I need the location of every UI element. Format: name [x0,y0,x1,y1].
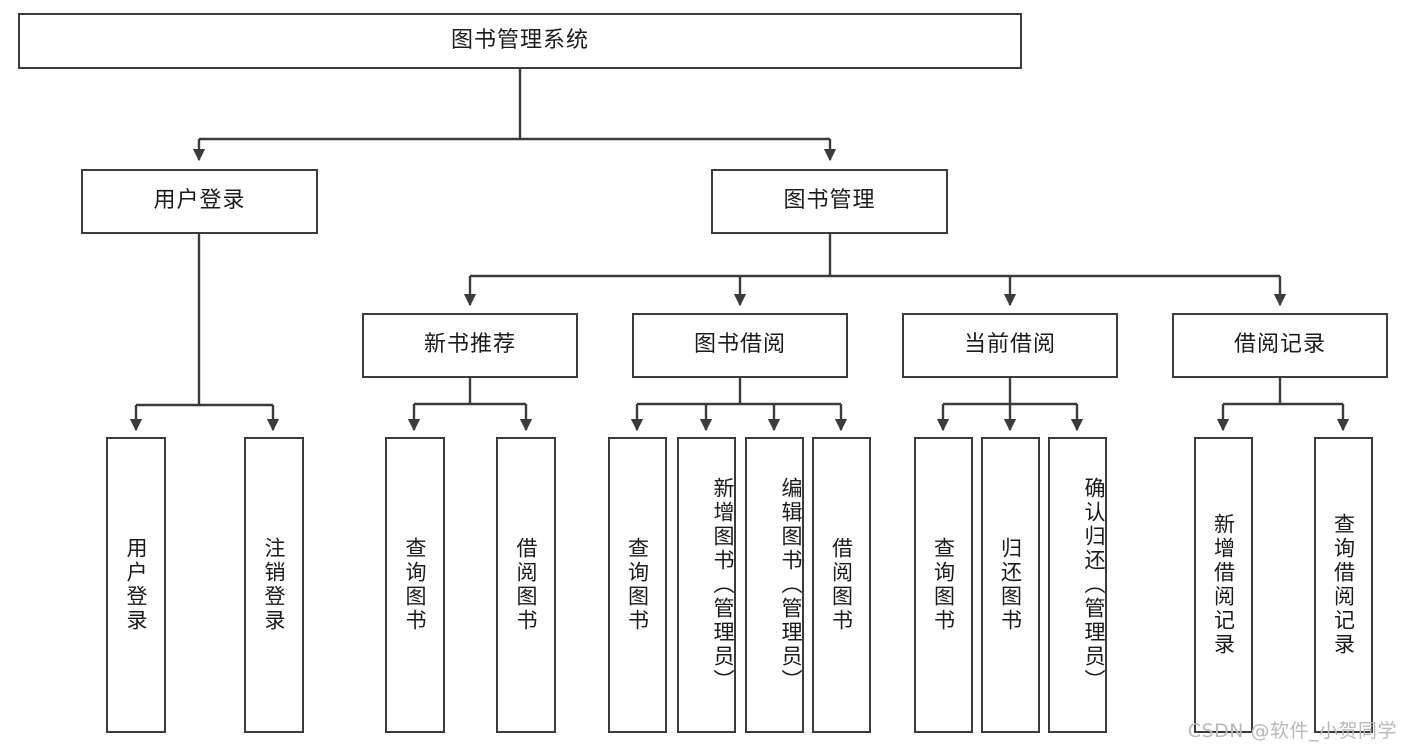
node-leaf-confirm-return-label: 确认归还（管理员） [1082,477,1106,693]
node-new-book-recommend[interactable]: 新书推荐 [362,313,578,378]
node-leaf-query-record[interactable]: 查询借阅记录 [1314,437,1373,733]
node-leaf-query-book-2[interactable]: 查询图书 [608,437,667,733]
node-leaf-add-record[interactable]: 新增借阅记录 [1194,437,1253,733]
node-leaf-confirm-return[interactable]: 确认归还（管理员） [1048,437,1107,733]
node-book-manage[interactable]: 图书管理 [711,169,948,234]
node-leaf-borrow-book-2-label: 借阅图书 [829,537,854,633]
node-leaf-query-book-2-label: 查询图书 [625,537,650,633]
node-leaf-return-book-label: 归还图书 [998,537,1023,633]
node-leaf-user-login[interactable]: 用户登录 [106,437,166,733]
node-new-book-recommend-label: 新书推荐 [423,332,516,358]
node-book-manage-label: 图书管理 [783,188,876,214]
node-book-borrow[interactable]: 图书借阅 [632,313,848,378]
node-user-login-label: 用户登录 [153,188,246,214]
node-leaf-query-book-1[interactable]: 查询图书 [385,437,445,733]
node-leaf-add-book[interactable]: 新增图书（管理员） [677,437,736,733]
node-leaf-borrow-book-1-label: 借阅图书 [514,537,539,633]
node-leaf-logout-login-label: 注销登录 [262,537,287,633]
node-leaf-user-login-label: 用户登录 [124,537,149,633]
node-leaf-return-book[interactable]: 归还图书 [981,437,1040,733]
node-leaf-edit-book-label: 编辑图书（管理员） [779,477,803,693]
node-leaf-query-book-1-label: 查询图书 [403,537,428,633]
node-leaf-add-book-label: 新增图书（管理员） [711,477,735,693]
node-leaf-query-record-label: 查询借阅记录 [1331,513,1356,657]
node-leaf-query-book-3-label: 查询图书 [931,537,956,633]
node-leaf-borrow-book-2[interactable]: 借阅图书 [812,437,871,733]
node-root-label: 图书管理系统 [450,27,589,53]
node-current-borrow[interactable]: 当前借阅 [902,313,1118,378]
node-borrow-record[interactable]: 借阅记录 [1172,313,1388,378]
node-leaf-add-record-label: 新增借阅记录 [1211,513,1236,657]
node-borrow-record-label: 借阅记录 [1233,332,1326,358]
node-root[interactable]: 图书管理系统 [18,13,1022,69]
node-user-login[interactable]: 用户登录 [81,169,318,234]
node-current-borrow-label: 当前借阅 [963,332,1056,358]
node-leaf-logout-login[interactable]: 注销登录 [244,437,304,733]
watermark: CSDN @软件_小贺同学 [1187,720,1397,742]
node-book-borrow-label: 图书借阅 [693,332,786,358]
node-leaf-borrow-book-1[interactable]: 借阅图书 [496,437,556,733]
node-leaf-query-book-3[interactable]: 查询图书 [914,437,973,733]
node-leaf-edit-book[interactable]: 编辑图书（管理员） [745,437,804,733]
